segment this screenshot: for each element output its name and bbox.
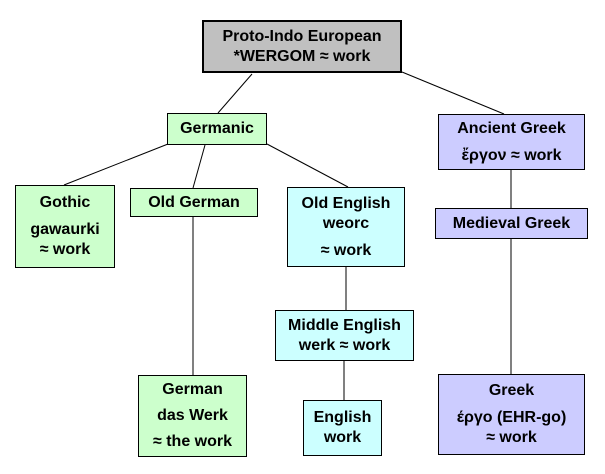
edge-germanic-old-english <box>266 143 349 188</box>
node-label-line: *WERGOM ≈ work <box>233 47 371 65</box>
node-label-line: Ancient Greek <box>457 119 566 137</box>
node-german: German das Werk ≈ the work <box>138 375 247 457</box>
edge-proto-germanic <box>217 73 253 114</box>
node-label-line: ἔργον ≈ work <box>461 146 562 164</box>
node-middle-english: Middle English werk ≈ work <box>275 310 414 361</box>
node-label-line: German <box>162 381 223 398</box>
node-label-line: ≈ work <box>486 429 537 446</box>
node-greek: Greek έργο (EHR-go) ≈ work <box>438 374 585 455</box>
node-germanic: Germanic <box>167 113 267 145</box>
node-label-line: ≈ work <box>320 241 372 259</box>
node-label-line: gawaurki <box>30 221 100 238</box>
node-label-line: Old English <box>301 194 391 212</box>
node-proto-indo-european: Proto-Indo European *WERGOM ≈ work <box>202 20 402 73</box>
node-label-line: work <box>323 429 362 446</box>
edge-proto-ancient-greek <box>401 71 505 115</box>
node-label-line: Greek <box>488 382 535 399</box>
edge-germanic-old-german <box>192 144 206 189</box>
node-label-line: Middle English <box>288 316 401 334</box>
node-label-line: Proto-Indo European <box>222 27 382 45</box>
node-label-line: Germanic <box>180 120 254 137</box>
node-old-german: Old German <box>130 188 258 217</box>
node-label-line: Old German <box>148 193 240 211</box>
node-label-line: weorc <box>322 214 370 232</box>
node-label-line: English <box>313 409 372 426</box>
node-english: English work <box>303 400 382 456</box>
node-label-line: ≈ work <box>39 241 91 258</box>
node-label-line: ≈ the work <box>152 433 232 450</box>
node-ancient-greek: Ancient Greek ἔργον ≈ work <box>438 114 585 170</box>
node-label-line: έργο (EHR-go) <box>456 409 567 426</box>
edge-germanic-gothic <box>63 143 169 186</box>
node-old-english: Old English weorc ≈ work <box>287 187 405 267</box>
node-label-line: das Werk <box>157 407 228 424</box>
node-medieval-greek: Medieval Greek <box>435 208 588 239</box>
node-gothic: Gothic gawaurki ≈ work <box>15 185 115 268</box>
node-label-line: werk ≈ work <box>298 336 391 354</box>
node-label-line: Medieval Greek <box>452 214 571 232</box>
node-label-line: Gothic <box>39 194 91 211</box>
